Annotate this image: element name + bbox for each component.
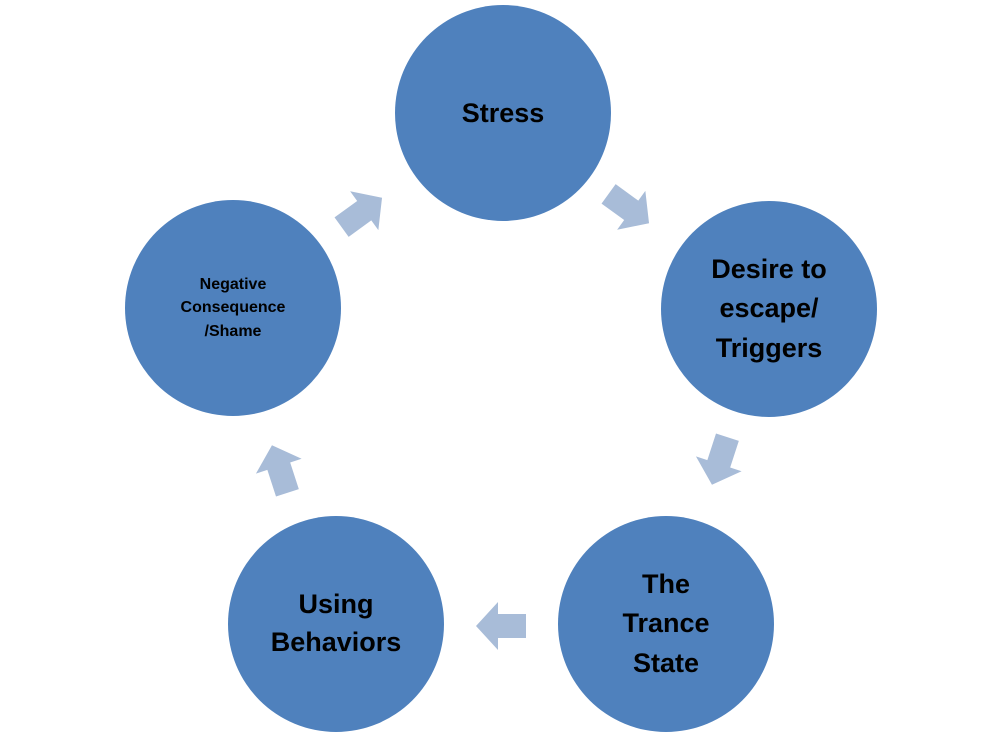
- arrow-using-to-negative: [242, 432, 318, 508]
- right-arrow-icon: [601, 184, 650, 230]
- node-using-behaviors: Using Behaviors: [228, 516, 444, 732]
- node-desire-to-escape: Desire to escape/ Triggers: [661, 201, 877, 417]
- node-negative-consequence: Negative Consequence /Shame: [125, 200, 341, 416]
- node-negative-label: Negative Consequence /Shame: [180, 276, 286, 340]
- node-stress: Stress: [395, 5, 611, 221]
- node-trance-label: The Trance State: [622, 569, 710, 678]
- node-trance-state: The Trance State: [558, 516, 774, 732]
- right-arrow-icon: [334, 191, 383, 237]
- right-arrow-icon: [695, 433, 742, 485]
- arrow-stress-to-desire: [586, 166, 670, 250]
- node-desire-label: Desire to escape/ Triggers: [711, 254, 827, 363]
- node-stress-label: Stress: [461, 97, 545, 128]
- node-using-label: Using Behaviors: [270, 589, 402, 657]
- arrow-negative-to-stress: [319, 171, 403, 255]
- right-arrow-icon: [255, 445, 302, 497]
- right-arrow-icon: [476, 602, 526, 650]
- arrow-desire-to-trance: [682, 422, 758, 498]
- arrow-trance-to-using: [472, 596, 532, 656]
